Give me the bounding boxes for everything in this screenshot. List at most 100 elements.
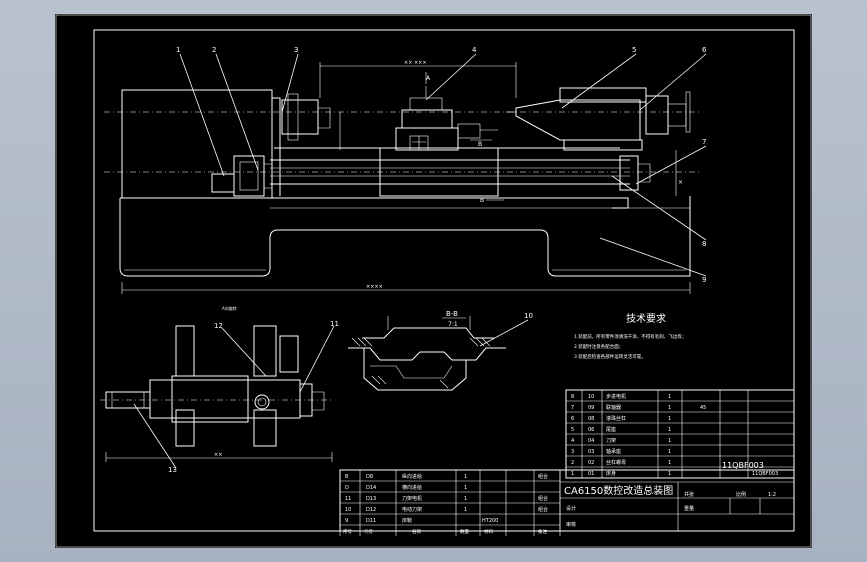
- bom-left-qty: 1: [464, 485, 467, 491]
- balloon-10: 10: [524, 312, 533, 320]
- bom-right-code: 10: [588, 394, 594, 400]
- tech-req-item-2: 2.装配时注意各配合面；: [574, 343, 623, 350]
- bom-left-note: 组合: [538, 473, 548, 480]
- bom-right-code: 03: [588, 449, 594, 455]
- bom-right-no: 4: [571, 438, 574, 444]
- balloon-6: 6: [702, 46, 707, 54]
- design-label: 设计: [566, 505, 576, 512]
- tech-req-item-3: 3.装配后检查各部件运转灵活可靠。: [574, 353, 646, 360]
- bom-left-no: B: [345, 474, 349, 480]
- balloon-8: 8: [702, 240, 706, 248]
- scale-label: 比例: [736, 491, 746, 498]
- bom-left-qty: 1: [464, 507, 467, 513]
- bom-left-qty: 1: [464, 496, 467, 502]
- bom-right-qty: 1: [668, 405, 671, 411]
- check-label: 审核: [566, 521, 576, 528]
- lathe-front-view: ×× ××× ×××× × A B B: [104, 60, 700, 294]
- bom-right-name: 步进电机: [606, 393, 626, 400]
- bom-right-material: 45: [700, 405, 706, 411]
- sheet-label: 共张: [684, 491, 694, 498]
- bom-right-code: 08: [588, 416, 594, 422]
- bom-left-name: 床鞍: [402, 517, 412, 524]
- bom-left-note: 组合: [538, 506, 548, 513]
- bom-right-qty: 1: [668, 416, 671, 422]
- bom-right-no: 3: [571, 449, 574, 455]
- section-view-bb: B-B 7:1: [348, 310, 506, 391]
- bom-right-name: 滚珠丝杠: [606, 415, 626, 422]
- svg-text:××: ××: [214, 452, 222, 458]
- title-block: CA6150数控改造总装图 11QBF003 设计 审核 共张 比例 1:2 重…: [339, 461, 795, 532]
- part-leaders: [133, 53, 707, 469]
- bom-right-no: 8: [571, 394, 574, 400]
- bom-left-no: 10: [345, 507, 351, 513]
- svg-text:×: ×: [678, 179, 683, 186]
- bom-right-name: 床身: [606, 470, 616, 477]
- bom-right-qty: 1: [668, 449, 671, 455]
- bom-right-code: 02: [588, 460, 594, 466]
- svg-text:×× ×××: ×× ×××: [404, 60, 427, 66]
- bom-right-code: 09: [588, 405, 594, 411]
- assembly-side-view: A向旋转 ××: [100, 305, 333, 462]
- balloon-5: 5: [632, 46, 636, 54]
- balloon-1: 1: [176, 46, 180, 54]
- drawing-number: 11QBF003: [722, 461, 764, 470]
- technical-requirements: 技术要求 1.装配前，所有零件须清洗干净，不得有毛刺、飞边等； 2.装配时注意各…: [574, 312, 686, 360]
- bom-left-name: 纵向进给: [402, 473, 422, 480]
- bom-left-qty: 1: [464, 474, 467, 480]
- bom-right-no: 2: [571, 460, 574, 466]
- bom-left-note: 组合: [538, 495, 548, 502]
- bom-left-code: D14: [366, 485, 376, 491]
- bom-right-qty: 1: [668, 438, 671, 444]
- svg-text:××××: ××××: [366, 284, 383, 290]
- scale-value: 1:2: [768, 492, 776, 498]
- balloon-12: 12: [214, 322, 223, 330]
- balloon-7: 7: [702, 138, 706, 146]
- bom-right-name: 刀架: [606, 438, 616, 444]
- bom-left-code: D13: [366, 496, 376, 502]
- drawing-title: CA6150数控改造总装图: [564, 484, 673, 497]
- bom-right-note: 11QBF003: [752, 471, 778, 477]
- bom-right-name: 丝杠螺母: [606, 459, 626, 466]
- svg-text:A: A: [426, 75, 431, 82]
- tech-req-item-1: 1.装配前，所有零件须清洗干净，不得有毛刺、飞边等；: [574, 333, 686, 340]
- svg-text:B: B: [480, 197, 484, 204]
- bom-left-no: 9: [345, 518, 348, 524]
- bom-right-name: 轴承座: [606, 448, 621, 455]
- bom-left-code: D12: [366, 507, 376, 513]
- part-balloons: 1 2 3 4 5 6 7 8 9 10 11 12 13: [168, 46, 707, 474]
- tech-req-title: 技术要求: [626, 312, 666, 325]
- section-scale: 7:1: [448, 321, 458, 328]
- bom-right-code: 01: [588, 471, 594, 477]
- bom-left-code: D11: [366, 518, 376, 524]
- balloon-11: 11: [330, 320, 339, 328]
- balloon-9: 9: [702, 276, 706, 284]
- balloon-4: 4: [472, 46, 477, 54]
- bom-left-name: 横向进给: [402, 484, 422, 491]
- bom-right-code: 04: [588, 438, 594, 444]
- bom-left-name: 电动刀架: [402, 506, 422, 513]
- svg-text:A向旋转: A向旋转: [222, 305, 237, 311]
- svg-text:B: B: [478, 141, 482, 148]
- balloon-3: 3: [294, 46, 298, 54]
- bom-left-code: D8: [366, 474, 373, 480]
- bom-right-qty: 1: [668, 427, 671, 433]
- bom-right-no: 7: [571, 405, 574, 411]
- bom-right-qty: 1: [668, 460, 671, 466]
- bom-left-no: D: [345, 485, 349, 491]
- bom-right-no: 6: [571, 416, 574, 422]
- bom-right-name: 联轴器: [606, 404, 621, 411]
- balloon-13: 13: [168, 466, 177, 474]
- weight-label: 重量: [684, 505, 694, 512]
- bom-left-no: 11: [345, 496, 351, 502]
- bom-left-material: HT200: [482, 518, 498, 524]
- bom-right-qty: 1: [668, 394, 671, 400]
- section-label: B-B: [446, 310, 458, 318]
- bom-right-name: 尾座: [606, 426, 616, 433]
- bom-right-code: 06: [588, 427, 594, 433]
- bom-right-qty: 1: [668, 471, 671, 477]
- bom-right-no: 1: [571, 471, 574, 477]
- bom-left-name: 刀架电机: [402, 495, 422, 502]
- bom-right-no: 5: [571, 427, 574, 433]
- balloon-2: 2: [212, 46, 216, 54]
